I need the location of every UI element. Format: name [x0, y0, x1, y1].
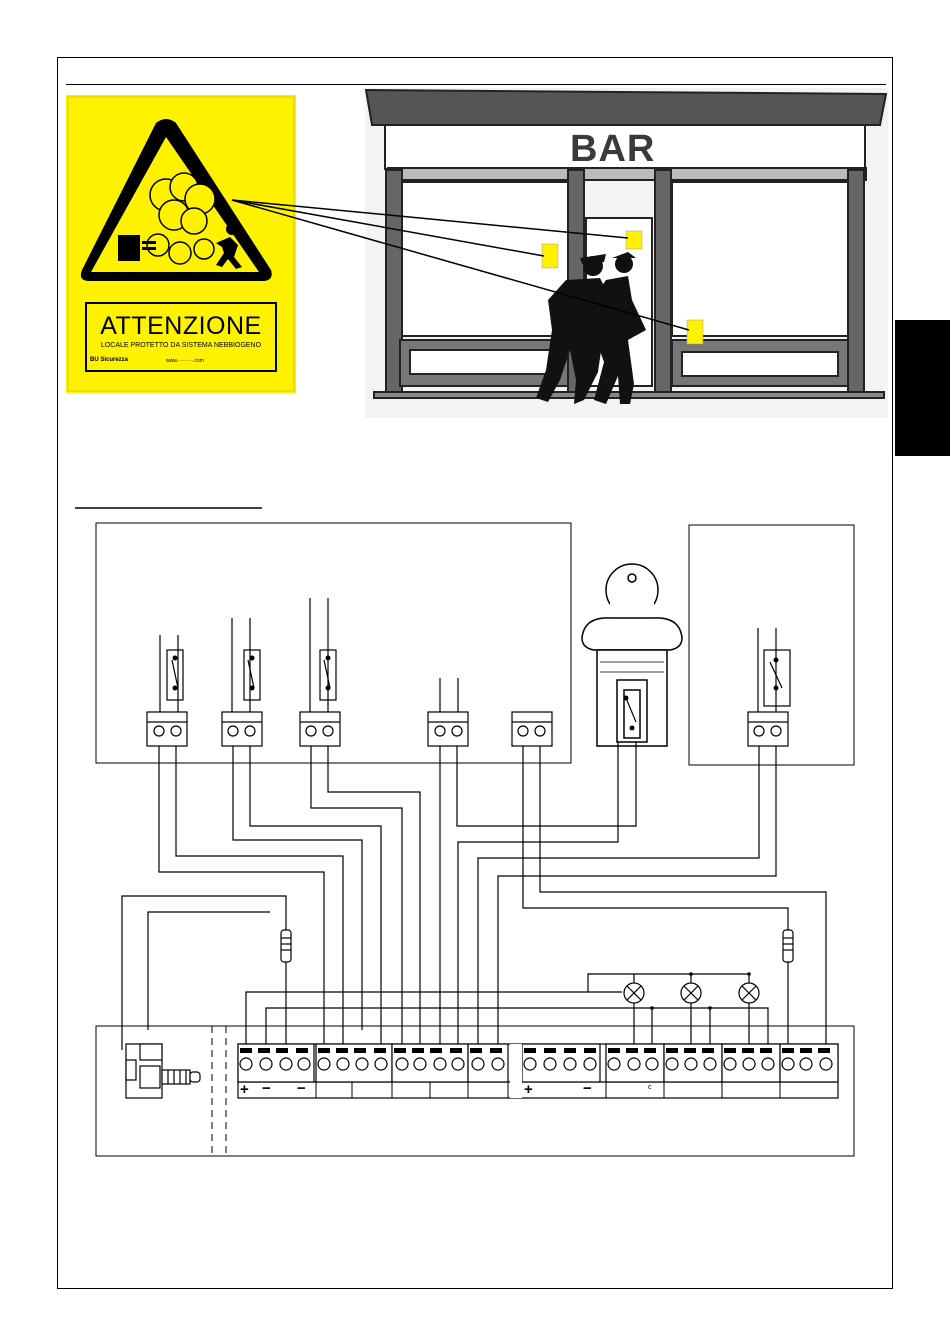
key-switch-icon	[582, 564, 682, 746]
lamp-icon	[624, 983, 759, 1003]
bar-sign-text: BAR	[570, 128, 655, 171]
terminal-label-plus: +	[240, 1081, 249, 1098]
terminal-label-minus-2: −	[297, 1080, 306, 1097]
sensor-terminal-blocks	[147, 712, 788, 746]
resistor-icon	[281, 930, 793, 962]
terminal-label-minus-3: −	[583, 1080, 592, 1097]
thermostat-icon	[126, 1044, 200, 1098]
contact-dots	[173, 656, 779, 731]
contact-switches	[160, 598, 790, 712]
contact-blades	[172, 660, 782, 722]
wire-runs	[122, 742, 826, 1050]
terminal-label-minus: −	[262, 1080, 271, 1097]
terminal-label-c: c	[648, 1084, 652, 1091]
terminal-label-plus-2: +	[524, 1081, 533, 1098]
